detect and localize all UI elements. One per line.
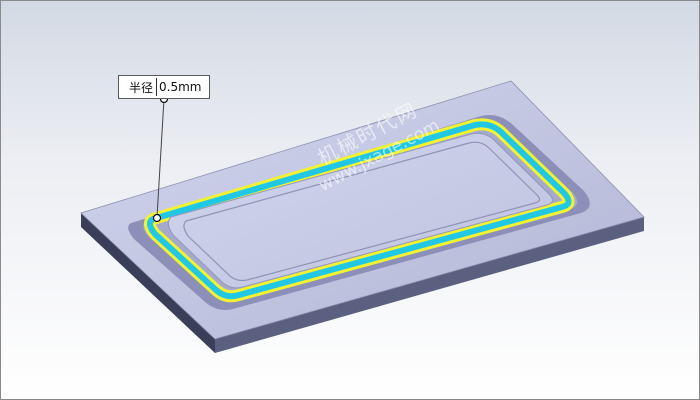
plate-front-face [81, 213, 215, 353]
callout-separator [156, 78, 158, 96]
callout-label: 半径 [129, 80, 154, 95]
fillet-face-selected[interactable] [147, 121, 572, 300]
pocket-floor [167, 132, 553, 289]
callout-anchor-point[interactable] [152, 213, 162, 223]
plate-right-face [215, 217, 644, 353]
callout-value[interactable]: 0.5mm [159, 80, 202, 94]
callout-leader-line [156, 98, 165, 218]
pocket-floor-step [183, 141, 541, 282]
fillet-radius-callout[interactable]: 半径 0.5mm [118, 75, 210, 99]
